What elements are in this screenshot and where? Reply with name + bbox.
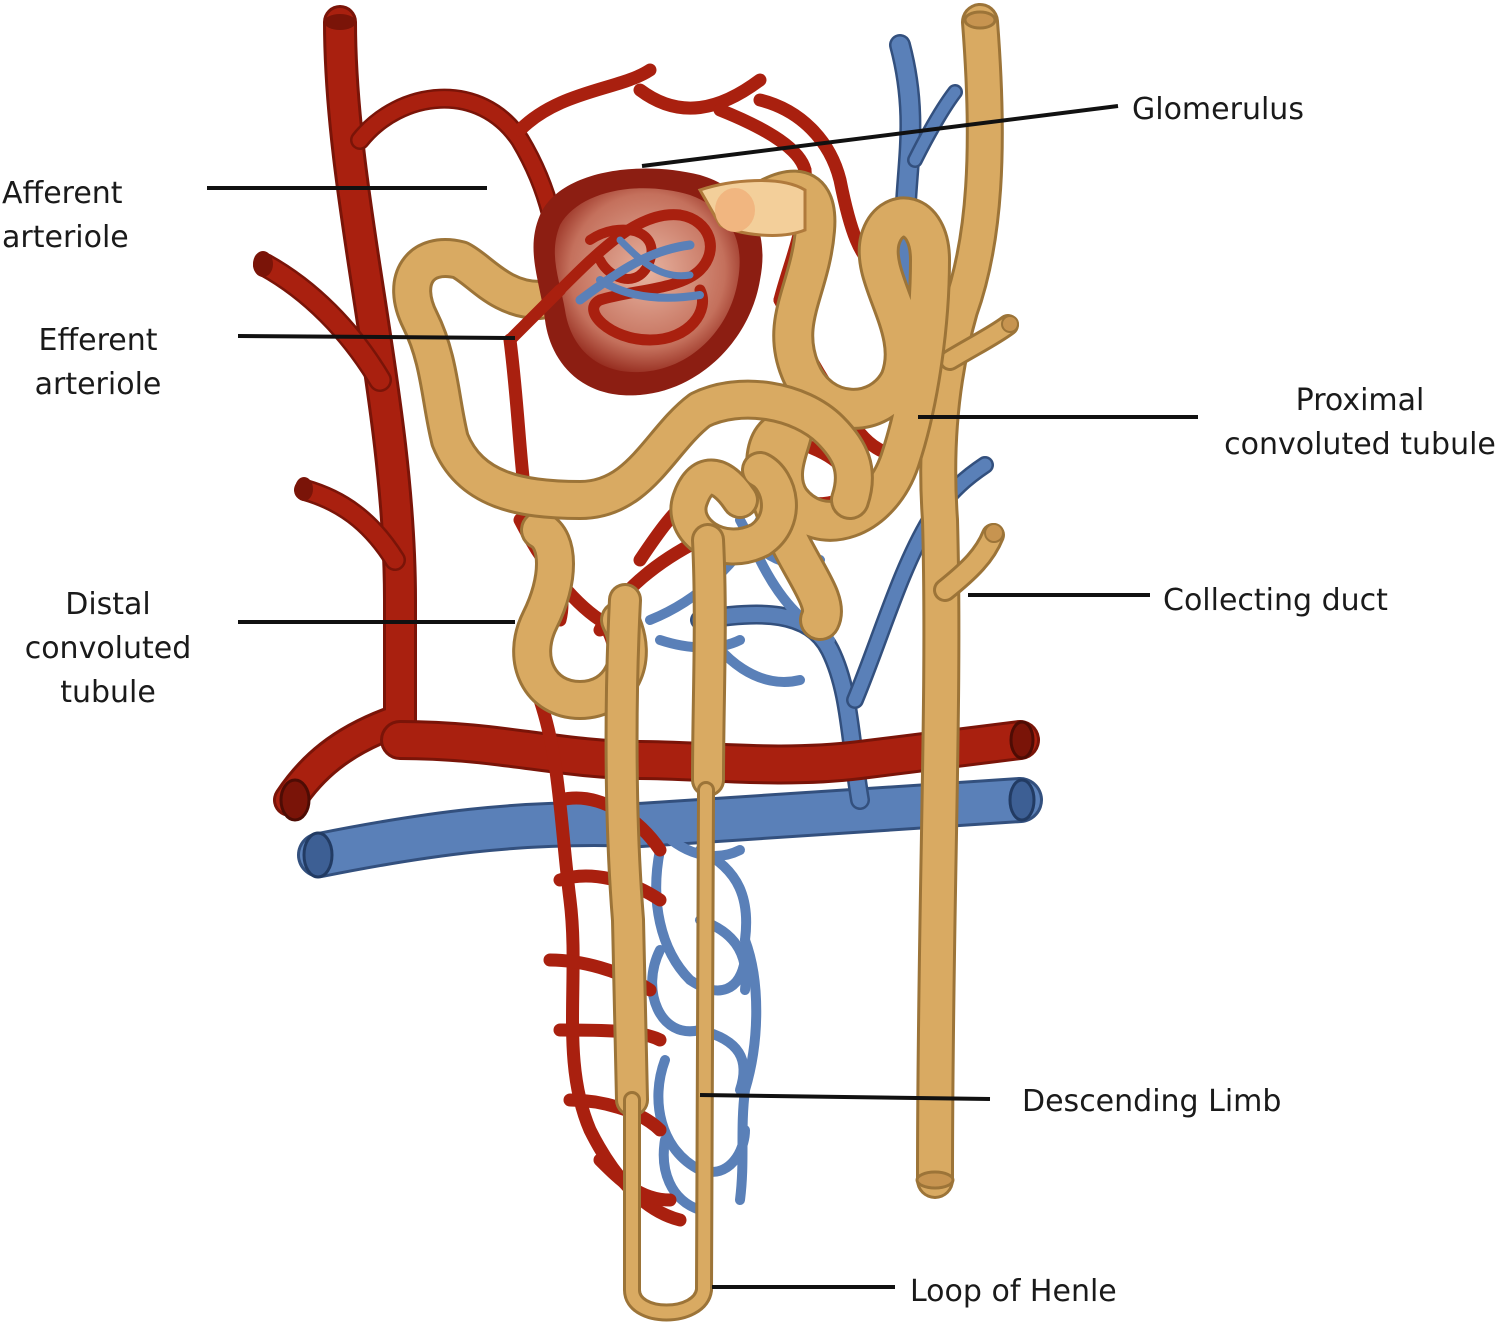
glomerular-capillaries [504, 209, 716, 346]
collecting-duct [915, 3, 1019, 1199]
leader-descending [699, 1093, 991, 1101]
label-descending-limb: Descending Limb [1022, 1084, 1282, 1119]
outer-tubule-loop [392, 238, 874, 520]
proximal-convoluted-tubule [724, 169, 951, 641]
loop-of-henle [623, 781, 715, 1322]
label-glomerulus: Glomerulus [1132, 92, 1304, 127]
label-proximal-convoluted-tubule: Proximal convoluted tubule [1224, 383, 1496, 462]
arcuate-artery [380, 720, 1040, 785]
leader-glomerulus [641, 104, 1119, 168]
label-collecting-duct: Collecting duct [1163, 583, 1388, 618]
label-loop-of-henle: Loop of Henle [910, 1274, 1117, 1309]
label-afferent-arteriole: Afferent arteriole [2, 176, 129, 255]
label-efferent-arteriole: Efferent arteriole [34, 323, 162, 402]
leader-efferent [237, 334, 516, 340]
label-distal-convoluted-tubule: Distal convoluted tubule [24, 587, 192, 710]
leader-lines [207, 104, 1198, 1289]
ascending-limb [604, 523, 727, 1117]
